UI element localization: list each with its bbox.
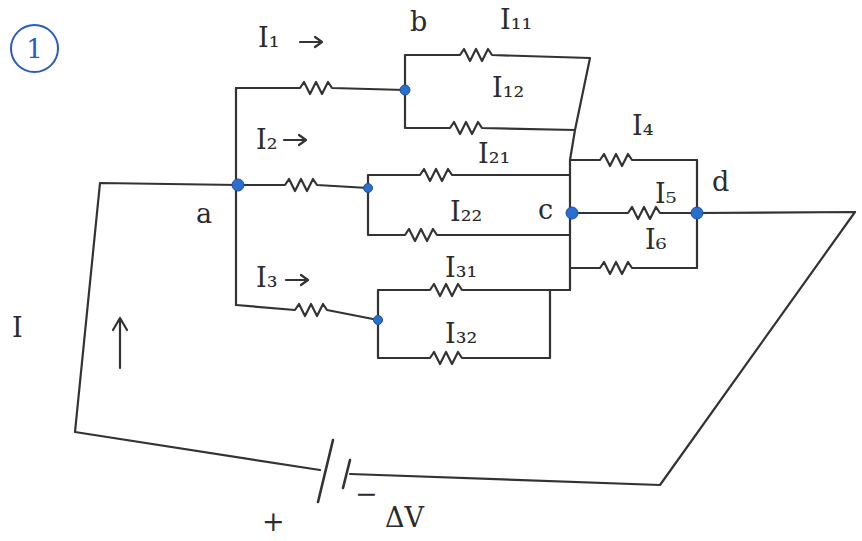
resistor-symbol — [236, 82, 405, 94]
junction-dot — [232, 179, 244, 191]
circuit-label: I₂ — [256, 126, 278, 153]
circuit-label: I₁₁ — [500, 6, 532, 33]
circuit-label: I₃₁ — [445, 254, 477, 281]
junction-dot — [691, 207, 703, 219]
current-arrow — [113, 318, 127, 368]
resistor-symbol — [236, 179, 368, 191]
wire — [350, 212, 855, 485]
current-arrow — [300, 37, 322, 47]
number-text: 1 — [26, 36, 43, 62]
circuit-label: I₁ — [258, 24, 280, 51]
battery-plate — [343, 460, 350, 488]
circuit-label: I₂₁ — [478, 140, 510, 167]
circuit-label: I₅ — [655, 180, 677, 207]
circuit-label: I₆ — [645, 226, 667, 253]
circled-number: 1 — [10, 24, 59, 73]
circuit-label: I₄ — [632, 112, 654, 139]
wire — [569, 160, 571, 290]
node-letter: c — [538, 196, 553, 223]
circuit-label: ΔV — [385, 504, 424, 531]
circuit-label: I₁₂ — [492, 74, 524, 101]
circuit-label: − — [355, 480, 378, 507]
circuit-label: I₃ — [256, 264, 278, 291]
junction-dot — [374, 316, 383, 325]
resistor-symbol — [236, 304, 378, 320]
wire — [75, 183, 320, 470]
current-arrow — [284, 135, 306, 145]
junction-dot — [364, 184, 373, 193]
resistor-symbol — [570, 154, 697, 166]
resistor-symbol — [570, 262, 697, 274]
node-letter: a — [196, 200, 212, 227]
resistor-symbol — [368, 188, 570, 241]
node-letter: d — [712, 168, 729, 195]
battery-plate — [318, 440, 333, 502]
wire — [235, 88, 237, 305]
circuit-label: + — [262, 508, 285, 535]
circuit-label: I — [12, 314, 23, 341]
circuit-label: I₂₂ — [450, 198, 482, 225]
junction-dot — [400, 85, 410, 95]
resistor-symbol — [405, 49, 590, 130]
node-letter: b — [410, 8, 427, 35]
resistor-symbol — [368, 169, 570, 188]
resistor-symbol — [378, 284, 570, 320]
circuit-label: I₃₂ — [445, 320, 477, 347]
resistor-symbol — [572, 207, 697, 219]
junction-dot — [566, 207, 578, 219]
current-arrow — [286, 275, 308, 285]
resistor-symbol — [378, 290, 550, 364]
